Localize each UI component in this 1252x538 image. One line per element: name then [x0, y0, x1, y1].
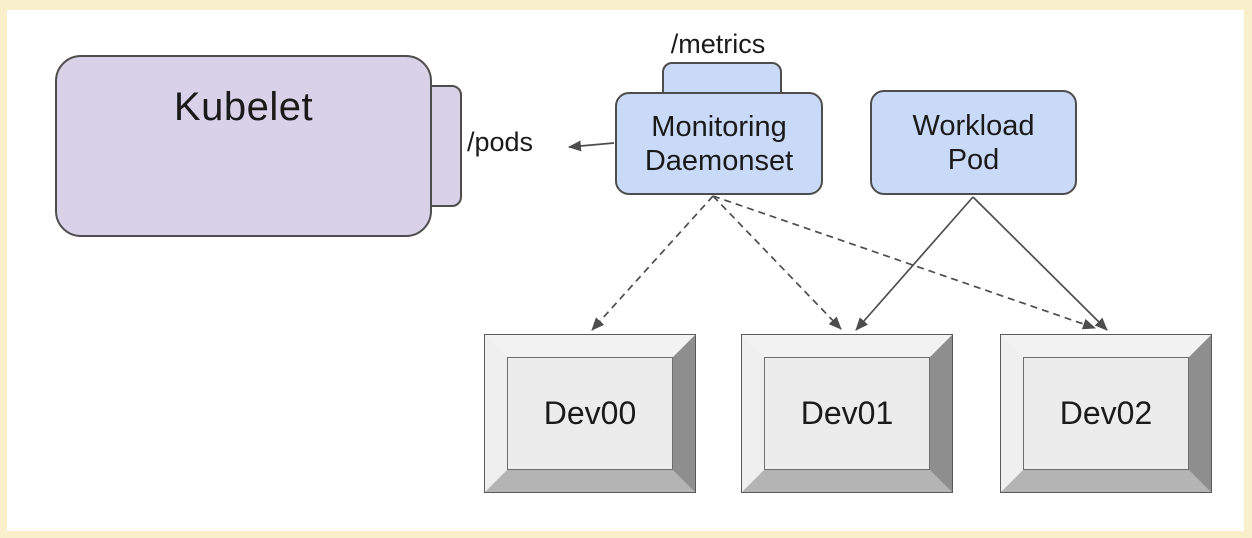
kubelet-label: Kubelet: [173, 85, 314, 129]
workload-pod-label-line1: Workload: [912, 109, 1035, 142]
device-dev01-label: Dev01: [800, 395, 894, 431]
device-dev02-node: Dev02: [1000, 334, 1212, 493]
metrics-endpoint-label: /metrics: [670, 29, 766, 59]
device-dev01-node: Dev01: [741, 334, 953, 493]
monitoring-daemonset-label-line2: Daemonset: [644, 144, 794, 177]
kubelet-node: Kubelet: [55, 55, 432, 237]
monitoring-daemonset-node: Monitoring Daemonset: [615, 92, 823, 195]
monitoring-daemonset-label-line1: Monitoring: [651, 110, 787, 143]
device-dev00-label: Dev00: [543, 395, 637, 431]
pods-endpoint-label: /pods: [466, 127, 534, 157]
device-dev00-node: Dev00: [484, 334, 696, 493]
workload-pod-node: Workload Pod: [870, 90, 1077, 195]
workload-pod-label-line2: Pod: [947, 143, 1000, 176]
device-dev02-label: Dev02: [1059, 395, 1153, 431]
